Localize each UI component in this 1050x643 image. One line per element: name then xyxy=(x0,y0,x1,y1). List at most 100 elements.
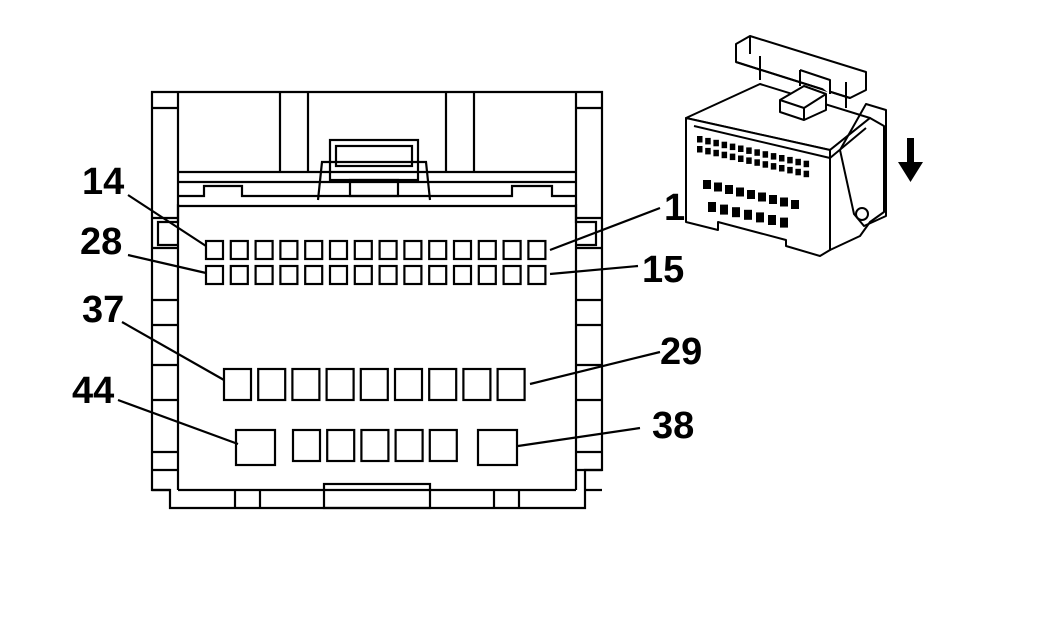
pin-cavity-11 xyxy=(279,239,299,261)
pin-cavity-16 xyxy=(502,264,522,286)
pin-label-15: 15 xyxy=(642,249,684,291)
leader-38 xyxy=(517,426,641,448)
connector-3d-pin-6 xyxy=(738,145,744,152)
pin-cavity-2 xyxy=(502,239,522,261)
leader-15 xyxy=(549,264,639,276)
connector-front-view xyxy=(150,90,604,510)
pin-cavity-41 xyxy=(360,428,390,463)
pin-cavity-21 xyxy=(378,264,398,286)
pin-cavity-25 xyxy=(279,264,299,286)
pin-cavity-1 xyxy=(527,239,547,261)
pin-label-44: 44 xyxy=(72,370,114,412)
pin-cavity-19 xyxy=(428,264,448,286)
pin-cavity-14 xyxy=(204,239,225,261)
connector-3d-pin-4 xyxy=(721,141,728,149)
pin-cavity-18 xyxy=(452,264,473,286)
connector-3d-pin-32 xyxy=(736,187,744,197)
connector-3d-pin-12 xyxy=(787,156,793,164)
connector-3d-pin-41 xyxy=(744,209,752,220)
connector-3d-pin-33 xyxy=(747,190,755,199)
pin-label-1: 1 xyxy=(664,187,685,229)
pin-cavity-8 xyxy=(353,239,373,261)
pin-label-37: 37 xyxy=(82,289,124,331)
connector-3d-pin-20 xyxy=(738,155,744,162)
pin-cavity-22 xyxy=(353,264,373,286)
connector-3d-pin-17 xyxy=(713,149,719,157)
connector-3d-pin-28 xyxy=(803,170,810,178)
pin-cavity-10 xyxy=(304,239,324,261)
right-side-ridges xyxy=(576,216,602,472)
leader-44 xyxy=(117,398,239,446)
pin-number-labels: 14 28 37 44 1 15 29 38 xyxy=(72,161,702,447)
connector-3d-pin-3 xyxy=(713,139,719,147)
pin-cavity-36 xyxy=(257,367,287,402)
pin-cavity-37 xyxy=(222,367,253,402)
connector-3d-pin-10 xyxy=(770,153,777,160)
pin-cavity-17 xyxy=(477,264,497,286)
connector-3d-pin-5 xyxy=(729,143,736,151)
connector-3d-pin-26 xyxy=(787,166,793,174)
connector-3d-pin-23 xyxy=(762,161,769,168)
connector-3d-pin-19 xyxy=(729,153,736,161)
connector-3d-pin-27 xyxy=(795,168,801,176)
plug-insert-frame xyxy=(156,204,180,247)
connector-3d-pin-40 xyxy=(732,207,740,218)
connector-3d-pin-42 xyxy=(756,212,764,223)
pin-cavity-39 xyxy=(428,428,458,463)
connector-3d-pin-44 xyxy=(780,217,788,228)
pin-cavities xyxy=(204,239,547,467)
pin-cavity-35 xyxy=(291,367,321,402)
pin-cavity-20 xyxy=(403,264,423,286)
pin-cavity-26 xyxy=(254,264,274,286)
connector-3d-pin-38 xyxy=(708,202,716,212)
pin-cavity-43 xyxy=(291,428,322,463)
pin-cavity-30 xyxy=(462,367,492,402)
connector-3d-pin-7 xyxy=(746,147,752,154)
pin-cavity-44 xyxy=(234,428,277,467)
connector-3d-pin-9 xyxy=(762,151,769,158)
upper-bar xyxy=(178,184,576,198)
leader-14 xyxy=(127,194,207,247)
connector-3d-pin-grid xyxy=(697,136,810,228)
connector-3d-icon xyxy=(685,35,887,257)
connector-3d-pin-14 xyxy=(803,160,810,168)
pin-cavity-31 xyxy=(428,367,458,402)
connector-3d-pin-1 xyxy=(697,136,703,143)
pin-cavity-34 xyxy=(325,367,355,402)
pin-cavity-6 xyxy=(403,239,423,261)
connector-3d-pin-16 xyxy=(705,147,711,155)
pin-cavity-7 xyxy=(378,239,398,261)
pin-cavity-5 xyxy=(428,239,448,261)
pin-cavity-24 xyxy=(304,264,324,286)
connector-3d-pin-35 xyxy=(769,195,777,204)
pin-cavity-38 xyxy=(476,428,519,467)
pin-cavity-33 xyxy=(359,367,389,402)
pin-cavity-32 xyxy=(393,367,424,402)
connector-3d-pin-2 xyxy=(705,137,711,145)
connector-3d-pin-18 xyxy=(721,151,728,159)
connector-3d-pin-43 xyxy=(768,215,776,225)
pin-cavity-15 xyxy=(527,264,547,286)
connector-3d-pin-11 xyxy=(779,155,785,162)
left-side-ridges xyxy=(152,216,178,472)
pin-label-14: 14 xyxy=(82,161,124,203)
top-latch xyxy=(316,138,432,201)
connector-3d-pin-22 xyxy=(754,159,760,166)
connector-3d-pin-13 xyxy=(795,158,801,166)
connector-3d-pin-15 xyxy=(697,146,703,153)
pin-cavity-12 xyxy=(254,239,274,261)
connector-3d-pin-21 xyxy=(746,157,752,164)
pin-cavity-40 xyxy=(394,428,424,463)
leader-28 xyxy=(127,253,207,275)
leader-37 xyxy=(121,321,225,381)
connector-3d-pin-36 xyxy=(780,197,788,207)
pin-label-38: 38 xyxy=(652,405,694,447)
pin-cavity-4 xyxy=(452,239,473,261)
pin-cavity-29 xyxy=(496,367,526,402)
connector-3d-pin-39 xyxy=(720,204,728,215)
leader-1 xyxy=(549,206,661,252)
connector-3d-pin-31 xyxy=(725,185,733,194)
pin-cavity-13 xyxy=(229,239,249,261)
connector-3d-pin-34 xyxy=(758,192,766,202)
